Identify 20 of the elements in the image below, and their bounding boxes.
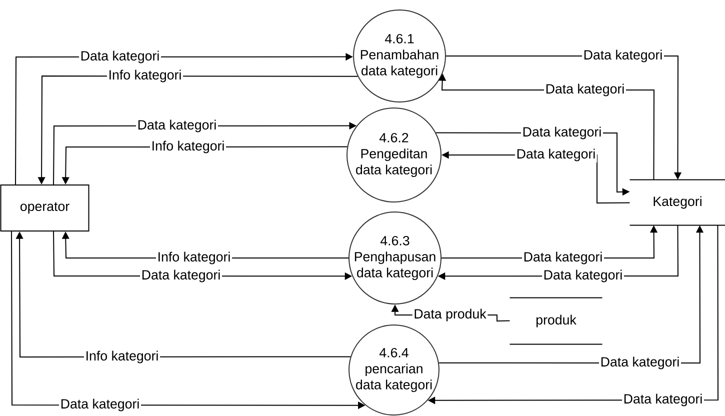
edge-label: Data kategori <box>515 147 597 163</box>
edge-label: Info kategori <box>106 68 184 84</box>
edge-label: Data kategori <box>140 268 222 284</box>
edge-label: Data kategori <box>59 397 141 413</box>
edge-label: Info kategori <box>156 250 232 266</box>
edge-label: Data kategori <box>136 118 218 134</box>
edge-label: Data kategori <box>599 355 681 371</box>
edge-label: Data kategori <box>521 125 603 141</box>
edge-label: Data kategori <box>582 48 664 64</box>
edge-label: Info kategori <box>150 139 226 155</box>
edge-label: Data kategori <box>544 82 626 98</box>
edge-label: Data kategori <box>622 392 704 408</box>
data-store: produk <box>509 297 603 345</box>
edge-label: Data kategori <box>79 49 161 65</box>
edge-label: Data produk <box>412 307 488 323</box>
edge-label: Data kategori <box>542 268 624 284</box>
edge-label: Data kategori <box>522 250 604 266</box>
entity-box: operator <box>0 184 90 232</box>
edge-label: Info kategori <box>84 349 160 365</box>
data-store: Kategori <box>629 179 725 226</box>
